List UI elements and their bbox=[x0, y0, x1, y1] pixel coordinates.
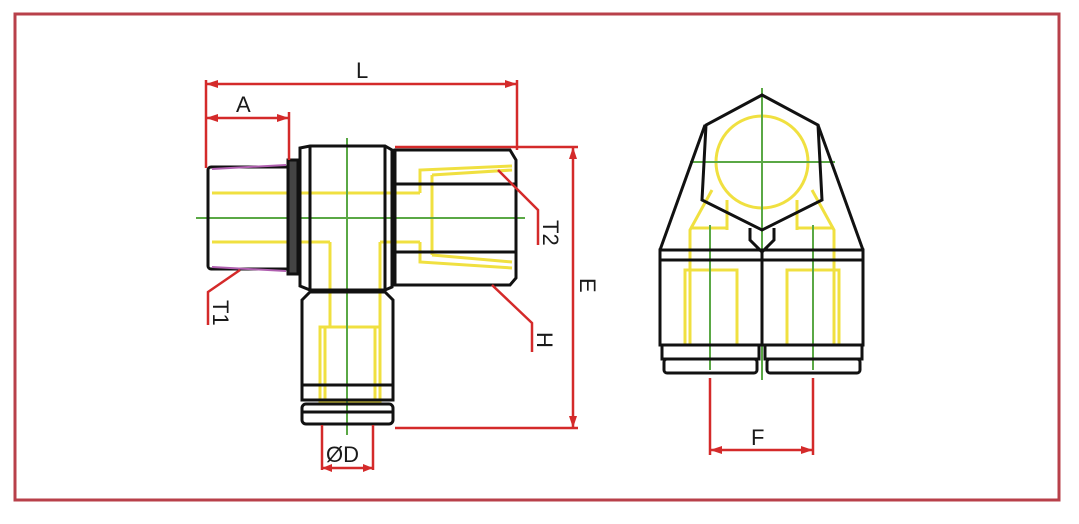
side-view: L A T1 T2 H E ØD bbox=[196, 58, 600, 472]
dimension-label-D: ØD bbox=[326, 442, 359, 467]
dimension-label-A: A bbox=[236, 92, 251, 117]
front-view: F bbox=[658, 88, 865, 455]
dimension-label-T1: T1 bbox=[208, 300, 233, 326]
dimension-label-E: E bbox=[575, 278, 600, 293]
dimension-label-L: L bbox=[356, 58, 368, 83]
dimension-label-F: F bbox=[751, 425, 764, 450]
dimension-label-H: H bbox=[532, 332, 557, 348]
dimension-label-T2: T2 bbox=[538, 220, 563, 246]
drawing-frame bbox=[13, 12, 1061, 502]
